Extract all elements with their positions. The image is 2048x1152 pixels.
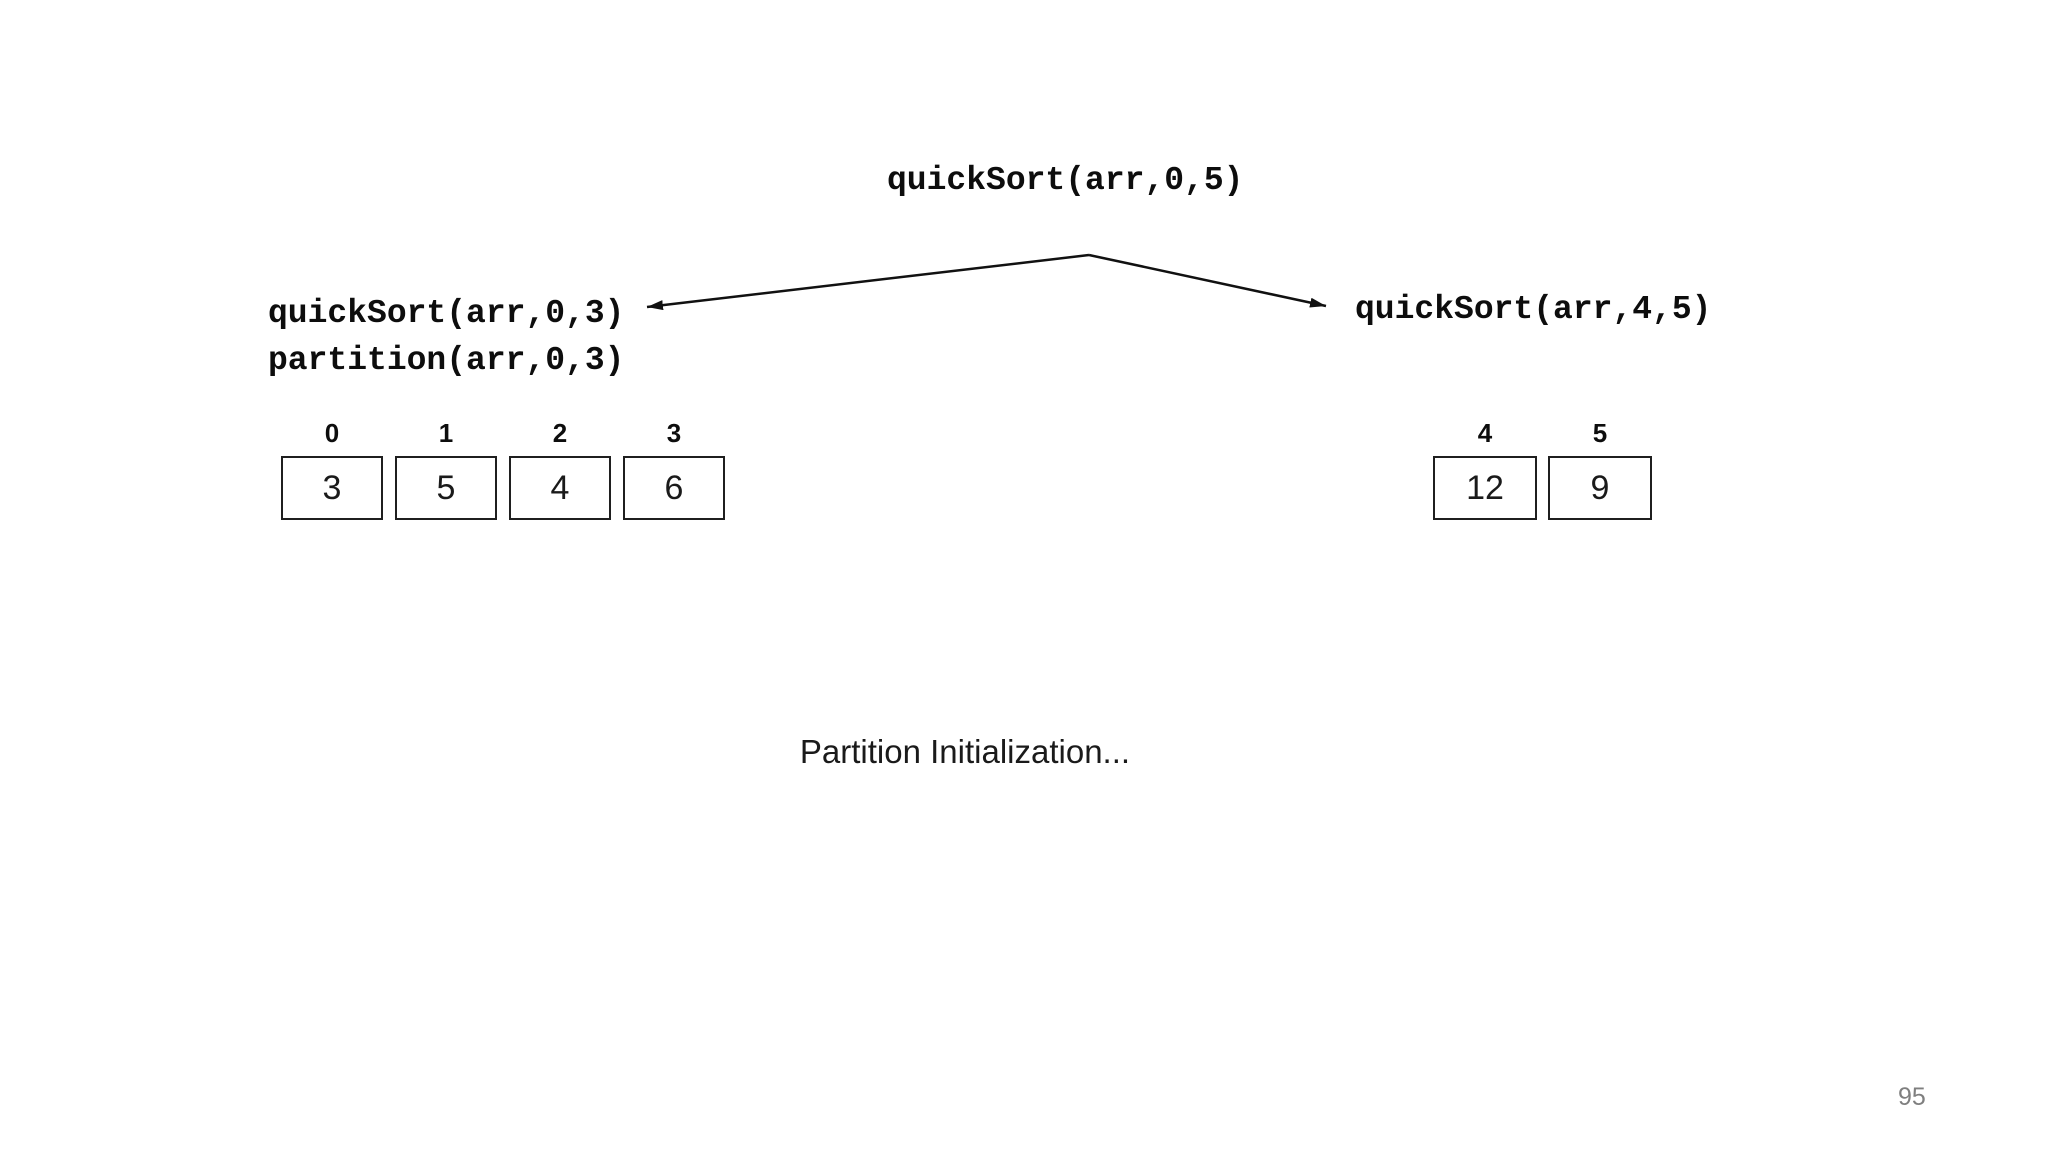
array-index: 0	[324, 418, 340, 448]
left-branch-arrow	[646, 253, 1090, 311]
array-index: 1	[438, 418, 454, 448]
caption-wrap: Partition Initialization...	[700, 733, 1230, 771]
right-array: 4 5 12 9	[1433, 418, 1652, 520]
array-index: 2	[552, 418, 568, 448]
left-array-index-row: 0 1 2 3	[281, 418, 725, 449]
right-call-label: quickSort(arr,4,5)	[1355, 291, 1712, 328]
array-cell: 6	[623, 456, 725, 520]
array-cell: 3	[281, 456, 383, 520]
right-array-index-row: 4 5	[1433, 418, 1652, 449]
page-number: 95	[1898, 1083, 1926, 1111]
left-call-label: quickSort(arr,0,3)	[268, 295, 625, 332]
array-cell: 9	[1548, 456, 1652, 520]
left-array-cell-row: 3 5 4 6	[281, 456, 725, 520]
array-cell: 4	[509, 456, 611, 520]
right-branch-arrow	[1088, 253, 1327, 308]
left-partition-label: partition(arr,0,3)	[268, 342, 625, 379]
array-index: 4	[1477, 418, 1493, 448]
left-call-group: quickSort(arr,0,3) partition(arr,0,3)	[268, 290, 624, 384]
array-index: 5	[1592, 418, 1608, 448]
array-cell: 5	[395, 456, 497, 520]
root-call-label: quickSort(arr,0,5)	[887, 162, 1244, 199]
caption: Partition Initialization...	[799, 733, 1131, 770]
array-cell: 12	[1433, 456, 1537, 520]
right-array-cell-row: 12 9	[1433, 456, 1652, 520]
branch-arrows	[646, 253, 1327, 311]
array-index: 3	[666, 418, 682, 448]
left-array: 0 1 2 3 3 5 4 6	[281, 418, 725, 520]
